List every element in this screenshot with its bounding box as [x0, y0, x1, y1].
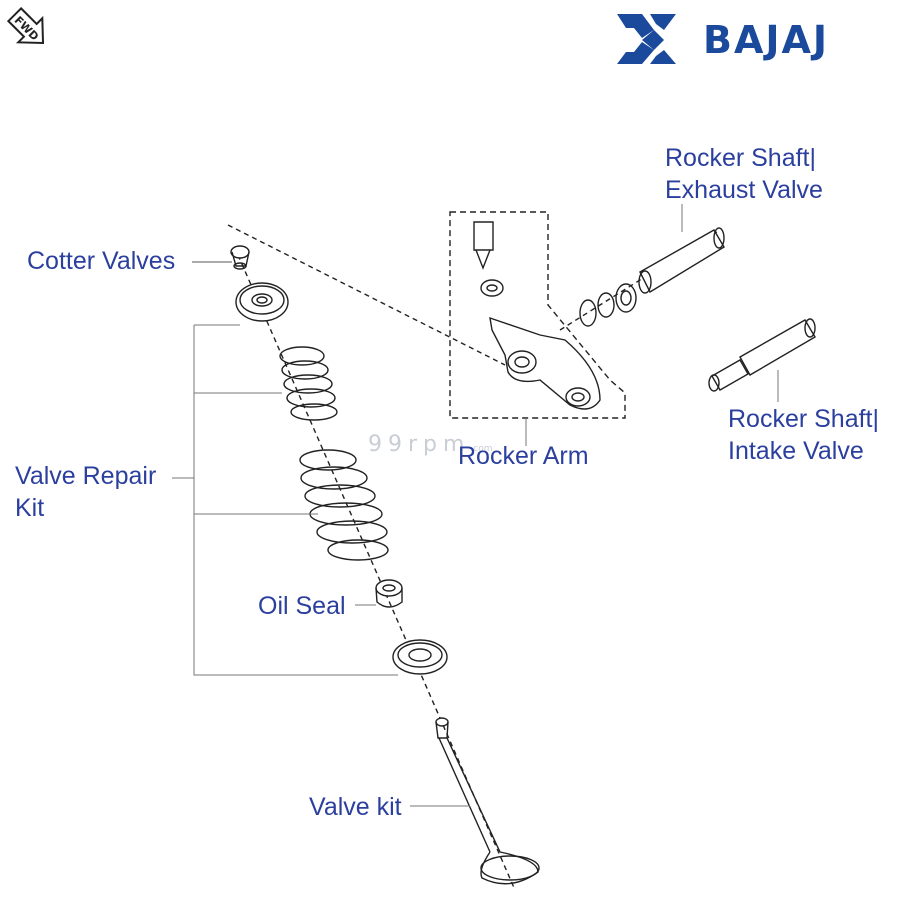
valve-part: [435, 717, 540, 885]
rocker-shaft-exhaust-part: [638, 227, 725, 294]
fwd-badge: FWD: [6, 6, 45, 45]
inner-spring-part: [279, 346, 338, 421]
rocker-arm-part: [473, 221, 601, 410]
label-rocker-shaft-intake: Rocker Shaft| Intake Valve: [728, 405, 880, 465]
label-valve-kit: Valve kit: [309, 793, 402, 821]
brand-name: BAJAJ: [703, 18, 830, 62]
bajaj-logo-icon: [617, 14, 676, 64]
shaft-washers-part: [579, 283, 637, 327]
fwd-arrow-icon: [6, 6, 45, 45]
label-oil-seal: Oil Seal: [258, 592, 346, 620]
rocker-arm-box: [449, 211, 626, 419]
valve-retainer-part: [235, 282, 289, 322]
rocker-shaft-intake-part: [708, 318, 816, 392]
label-rocker-shaft-exhaust: Rocker Shaft| Exhaust Valve: [665, 144, 823, 204]
leader-bracket-repair-kit: [193, 325, 398, 676]
cotter-valves-part: [230, 245, 250, 270]
watermark: 99rpm.com: [368, 432, 493, 457]
outer-spring-part: [299, 449, 389, 561]
spring-seat-washer-part: [392, 639, 448, 675]
oil-seal-part: [375, 579, 403, 608]
label-rocker-arm: Rocker Arm: [458, 442, 589, 470]
axis-line-rocker: [227, 224, 506, 366]
label-cotter-valves: Cotter Valves: [27, 247, 176, 275]
label-valve-repair-kit: Valve Repair Kit: [15, 462, 157, 522]
